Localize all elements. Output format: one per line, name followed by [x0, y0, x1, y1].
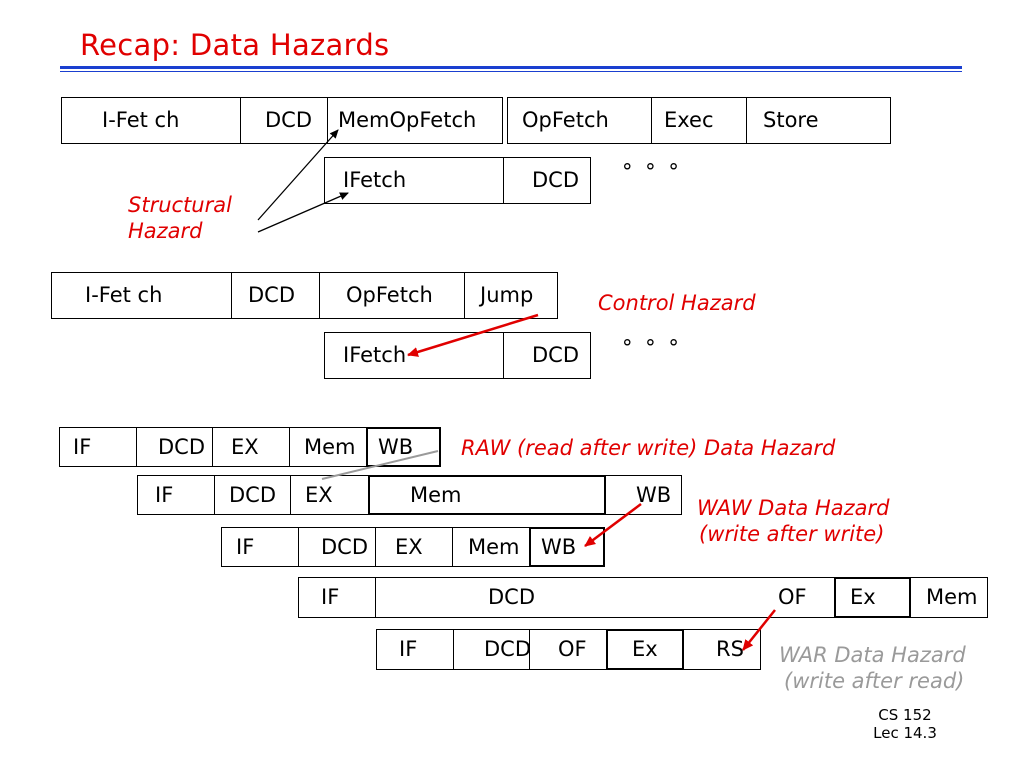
course-footer: CS 152 Lec 14.3 — [860, 706, 950, 742]
control-pipeline-2: IFetch DCD — [324, 332, 591, 379]
waw-hazard-label-line1: WAW Data Hazard — [697, 496, 890, 520]
pipe-stage: MemOpFetch — [327, 97, 503, 144]
pipe-stage: I-Fet ch — [61, 97, 241, 144]
pipe-stage: RS — [683, 629, 761, 670]
structural-pipeline-1-tail: OpFetch Exec Store — [507, 97, 891, 144]
pipe-stage: OpFetch — [507, 97, 652, 144]
pipe-stage: Exec — [651, 97, 747, 144]
war-hazard-label-line1: WAR Data Hazard — [779, 643, 966, 667]
control-hazard-label: Control Hazard — [598, 291, 756, 315]
data-pipeline-4: IF DCD Ex Mem — [298, 577, 988, 618]
title-rule-thick — [60, 66, 962, 69]
pipe-stage-wb: WB — [529, 527, 605, 567]
pipe-stage: IFetch — [324, 332, 504, 379]
pipe-stage: IF — [376, 629, 454, 670]
pipe-stage: DCD — [453, 629, 531, 670]
pipe-stage: IF — [221, 527, 299, 567]
data-pipeline-3: IF DCD EX Mem WB — [221, 527, 605, 567]
pipe-stage: Mem — [910, 577, 988, 618]
footer-course: CS 152 — [878, 706, 932, 724]
pipe-stage: Jump — [464, 272, 558, 319]
title-rule-thin — [60, 71, 962, 72]
pipe-stage: DCD — [375, 577, 835, 618]
pipe-stage: DCD — [214, 475, 291, 515]
data-pipeline-2: IF DCD EX Mem WB — [137, 475, 682, 515]
pipe-stage: EX — [290, 475, 369, 515]
structural-pipeline-2: IFetch DCD — [324, 157, 591, 204]
waw-hazard-label-line2: (write after write) — [699, 522, 885, 546]
structural-hazard-label-line1: Structural — [128, 193, 232, 217]
pipe-stage: DCD — [231, 272, 320, 319]
pipe-stage: Ex — [834, 577, 911, 618]
slide-title: Recap: Data Hazards — [80, 28, 390, 62]
pipe-stage: Store — [746, 97, 891, 144]
pipe-stage: Mem — [289, 427, 367, 467]
data-pipeline-1: IF DCD EX Mem WB — [59, 427, 441, 467]
pipe-stage: OF — [529, 629, 607, 670]
pipe-stage: DCD — [240, 97, 328, 144]
control-pipeline-1: I-Fet ch DCD OpFetch Jump — [51, 272, 558, 319]
pipe-stage: DCD — [298, 527, 376, 567]
continuation-dots: ° ° ° — [622, 336, 682, 360]
continuation-dots: ° ° ° — [622, 160, 682, 184]
pipe-stage: IF — [59, 427, 137, 467]
footer-lecture: Lec 14.3 — [873, 724, 937, 742]
data-pipeline-5: IF DCD OF Ex RS — [376, 629, 761, 670]
pipe-stage: EX — [212, 427, 290, 467]
pipe-stage: DCD — [503, 157, 591, 204]
structural-pipeline-1: I-Fet ch DCD MemOpFetch — [61, 97, 503, 144]
raw-hazard-label: RAW (read after write) Data Hazard — [461, 436, 836, 460]
pipe-stage: Mem — [368, 475, 606, 515]
pipe-stage: OpFetch — [319, 272, 465, 319]
pipe-stage: IFetch — [324, 157, 504, 204]
pipe-stage: EX — [375, 527, 453, 567]
pipe-stage: IF — [137, 475, 215, 515]
war-hazard-label-line2: (write after read) — [784, 669, 965, 693]
pipe-stage: DCD — [503, 332, 591, 379]
pipe-stage-wb: WB — [366, 427, 441, 467]
pipe-stage-wb: WB — [605, 475, 682, 515]
pipe-stage: DCD — [136, 427, 213, 467]
pipe-stage: Mem — [452, 527, 530, 567]
pipe-stage: I-Fet ch — [51, 272, 232, 319]
pipe-stage: IF — [298, 577, 376, 618]
pipe-stage-of-label: OF — [778, 585, 807, 609]
pipe-stage: Ex — [606, 629, 684, 670]
structural-hazard-label-line2: Hazard — [128, 219, 203, 243]
